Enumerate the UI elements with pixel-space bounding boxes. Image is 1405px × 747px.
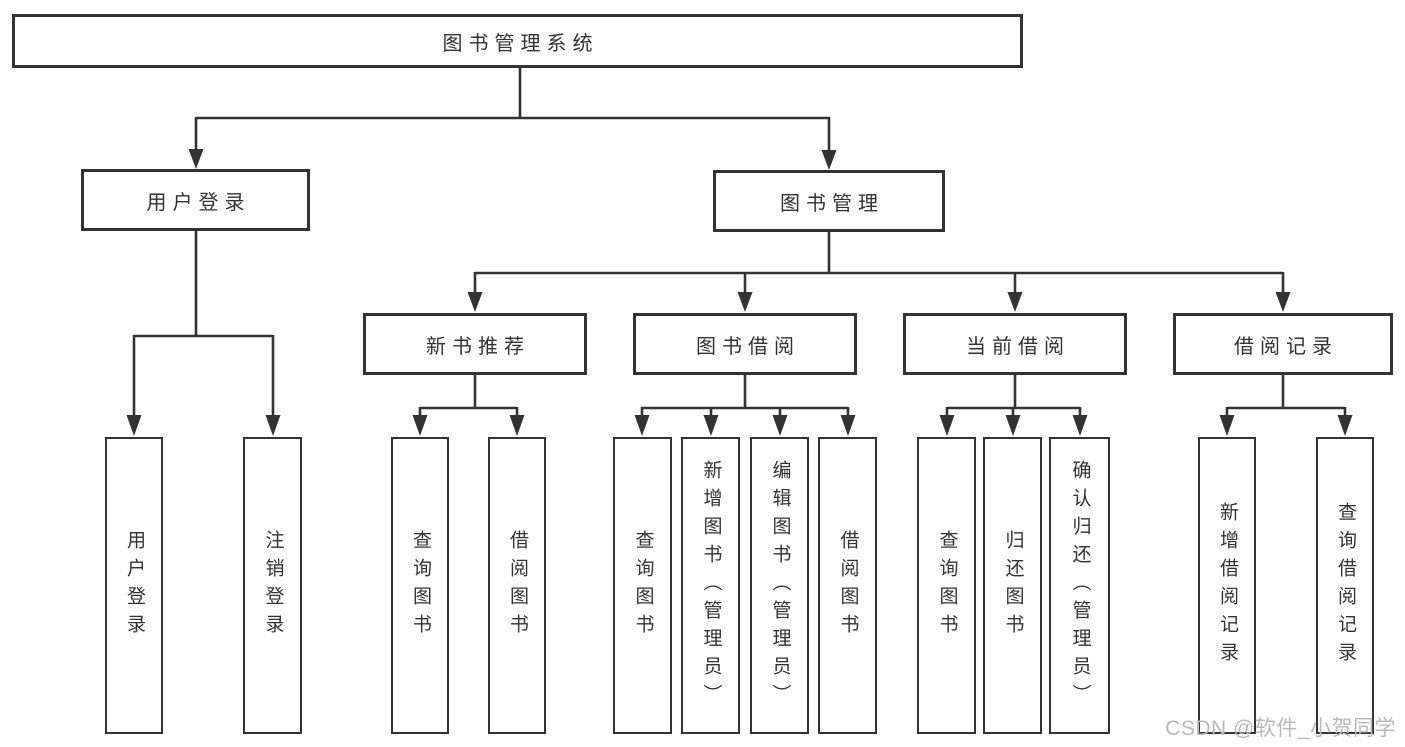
leaf-borrow-borrow-books: 借阅图书 bbox=[818, 437, 877, 734]
leaf-add-book-admin: 新增图书（管理员） bbox=[681, 437, 740, 734]
leaf-label: 查询借阅记录 bbox=[1334, 501, 1356, 670]
leaf-label: 编辑图书（管理员） bbox=[769, 459, 791, 712]
csdn-watermark: CSDN @软件_小贺同学 bbox=[1165, 717, 1396, 740]
leaf-label: 查询图书 bbox=[409, 529, 431, 642]
connector-records-to-leaves bbox=[1219, 375, 1353, 436]
leaf-add-borrow-record: 新增借阅记录 bbox=[1198, 437, 1256, 734]
leaf-label: 查询图书 bbox=[936, 529, 958, 642]
connector-newbook-to-leaves bbox=[412, 375, 525, 436]
leaf-label: 归还图书 bbox=[1002, 529, 1024, 642]
connector-bookborrow-to-leaves bbox=[634, 375, 856, 436]
leaf-label: 查询图书 bbox=[632, 529, 654, 642]
node-book-management-branch: 图书管理 bbox=[713, 170, 945, 232]
connector-currentborrow-to-leaves bbox=[939, 375, 1088, 436]
node-current-borrow: 当前借阅 bbox=[903, 313, 1127, 375]
node-borrow-records: 借阅记录 bbox=[1173, 313, 1393, 375]
leaf-logout: 注销登录 bbox=[243, 437, 302, 734]
connector-userlogin-to-leaves bbox=[126, 231, 281, 436]
leaf-label: 借阅图书 bbox=[506, 529, 528, 642]
leaf-newrec-borrow-books: 借阅图书 bbox=[488, 437, 546, 734]
leaf-current-query-books: 查询图书 bbox=[917, 437, 976, 734]
leaf-confirm-return-admin: 确认归还（管理员） bbox=[1049, 437, 1110, 734]
node-new-book-recommend: 新书推荐 bbox=[363, 313, 587, 375]
leaf-label: 新增借阅记录 bbox=[1216, 501, 1238, 670]
leaf-borrow-query-books: 查询图书 bbox=[613, 437, 672, 734]
leaf-label: 新增图书（管理员） bbox=[700, 459, 722, 712]
leaf-label: 注销登录 bbox=[262, 529, 284, 642]
leaf-return-books: 归还图书 bbox=[983, 437, 1042, 734]
leaf-edit-book-admin: 编辑图书（管理员） bbox=[750, 437, 809, 734]
leaf-query-borrow-record: 查询借阅记录 bbox=[1316, 437, 1374, 734]
leaf-label: 借阅图书 bbox=[837, 529, 859, 642]
node-root-system: 图书管理系统 bbox=[12, 14, 1023, 68]
leaf-label: 确认归还（管理员） bbox=[1069, 459, 1091, 712]
connector-bookmgmt-to-level3 bbox=[467, 232, 1291, 312]
connector-root-to-level2 bbox=[188, 68, 837, 170]
leaf-user-login: 用户登录 bbox=[105, 437, 163, 734]
leaf-newrec-query-books: 查询图书 bbox=[391, 437, 449, 734]
node-book-borrow: 图书借阅 bbox=[633, 313, 857, 375]
leaf-label: 用户登录 bbox=[123, 529, 145, 642]
node-user-login-branch: 用户登录 bbox=[81, 169, 310, 231]
